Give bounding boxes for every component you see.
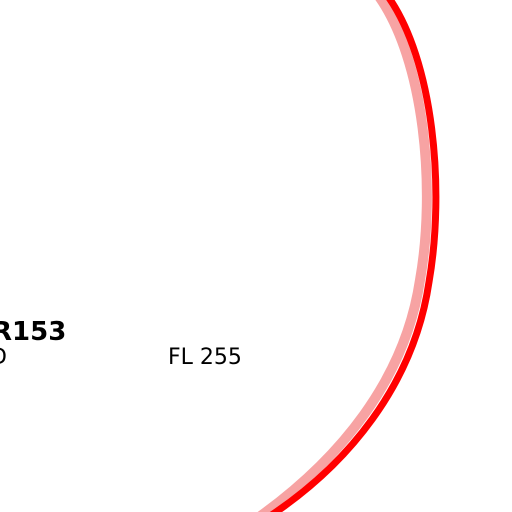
airspace-boundary-inner-halo <box>257 0 432 512</box>
airspace-boundary-outer-line <box>269 0 440 512</box>
callsign-label[interactable]: R153 <box>0 317 67 347</box>
callsign-sub-label: D <box>0 347 7 369</box>
flight-level-label: FL 255 <box>168 345 242 370</box>
